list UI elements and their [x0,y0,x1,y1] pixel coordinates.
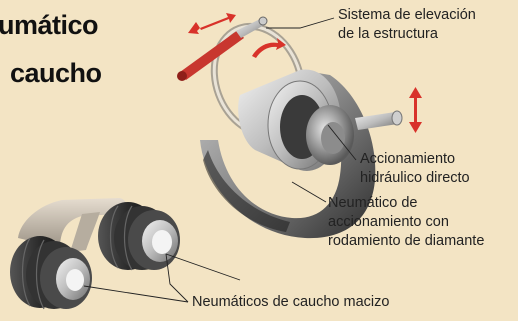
label-hydraulic-drive-line-1: Accionamiento [360,151,456,167]
solid-tire-assembly [10,198,180,310]
title-line-2: caucho [10,58,102,88]
leader-lines [83,17,357,303]
lift-cylinder [180,30,244,80]
axle-rod [355,112,398,130]
arrow-icon [409,87,422,133]
roller-frame [18,198,126,248]
label-drive-tire: Neumático de accionamiento con rodamient… [328,194,484,251]
label-drive-tire-line-3: rodamiento de diamante [328,233,485,249]
leader-line-drive-tire [291,181,327,203]
drive-tire-assembly [177,16,403,239]
label-solid-tires: Neumáticos de caucho macizo [192,294,390,310]
arrow-icon [188,13,236,34]
label-drive-tire-line-1: Neumático de [328,195,418,211]
title-line-1: umático [0,10,99,40]
label-lift-system: Sistema de elevación de la estructura [338,6,476,44]
leader-line-lift [266,17,335,29]
leader-line-solid-1 [165,253,189,303]
motion-arrows [188,13,422,133]
leader-line-solid-3 [165,253,241,281]
drive-tire [200,70,376,239]
label-lift-system-line-2: de la estructura [338,26,438,42]
label-lift-system-line-1: Sistema de elevación [338,7,476,23]
label-drive-tire-line-2: accionamiento con [328,214,449,230]
leader-line-solid-2 [83,285,189,303]
leader-line-hydraulic [327,124,357,161]
arrow-icon [252,38,286,58]
label-hydraulic-drive-line-2: hidráulico directo [360,170,470,186]
label-hydraulic-drive: Accionamiento hidráulico directo [360,150,470,188]
